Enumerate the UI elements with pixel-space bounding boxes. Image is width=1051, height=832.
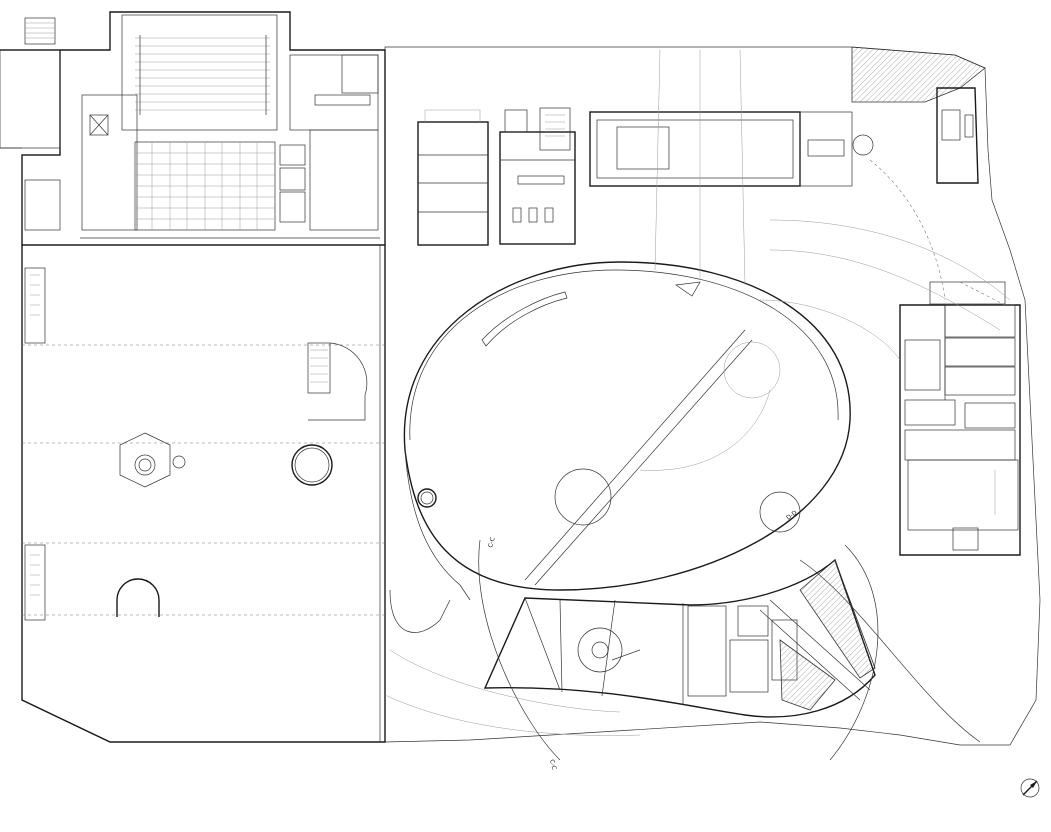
curved-bench xyxy=(481,291,568,347)
auditorium-seating xyxy=(121,14,278,131)
stair-left-b xyxy=(24,544,46,621)
radial-guides xyxy=(384,49,1011,736)
spiral-stair xyxy=(577,627,623,673)
section-label-cut-c: C-C xyxy=(487,537,496,549)
small-tree xyxy=(759,491,801,533)
central-stair xyxy=(307,342,368,421)
diagonal-path-b xyxy=(534,339,753,586)
seat-rows xyxy=(135,35,270,115)
arched-niche xyxy=(116,578,160,617)
well-ring xyxy=(417,488,437,508)
bottom-curved-building xyxy=(483,558,876,718)
section-label-cut-e: C-C xyxy=(548,759,557,771)
triangle-marker xyxy=(675,281,701,297)
site-boundary xyxy=(384,46,1041,746)
right-building xyxy=(899,281,1021,556)
hexagon-kiosk xyxy=(119,432,171,488)
long-pavilion xyxy=(589,111,874,187)
pergola-block xyxy=(417,109,489,246)
stage-grid-lines xyxy=(135,142,275,230)
section-label-cut-d: D-D xyxy=(785,509,799,521)
diagonal-path-a xyxy=(524,329,746,581)
north-arrow-icon xyxy=(1020,778,1040,798)
hatched-terrace xyxy=(851,46,986,103)
sweeping-path xyxy=(478,539,561,761)
tree xyxy=(723,341,781,399)
tree-canopy xyxy=(554,468,612,526)
stair-top-left xyxy=(24,17,56,45)
round-column xyxy=(291,444,333,486)
stair-left-a xyxy=(24,267,46,344)
oval-plaza xyxy=(389,261,851,633)
spiral-stair-small xyxy=(172,455,186,469)
stair-tower xyxy=(499,107,576,245)
top-right-kiosk xyxy=(936,87,979,184)
left-building xyxy=(0,11,386,743)
